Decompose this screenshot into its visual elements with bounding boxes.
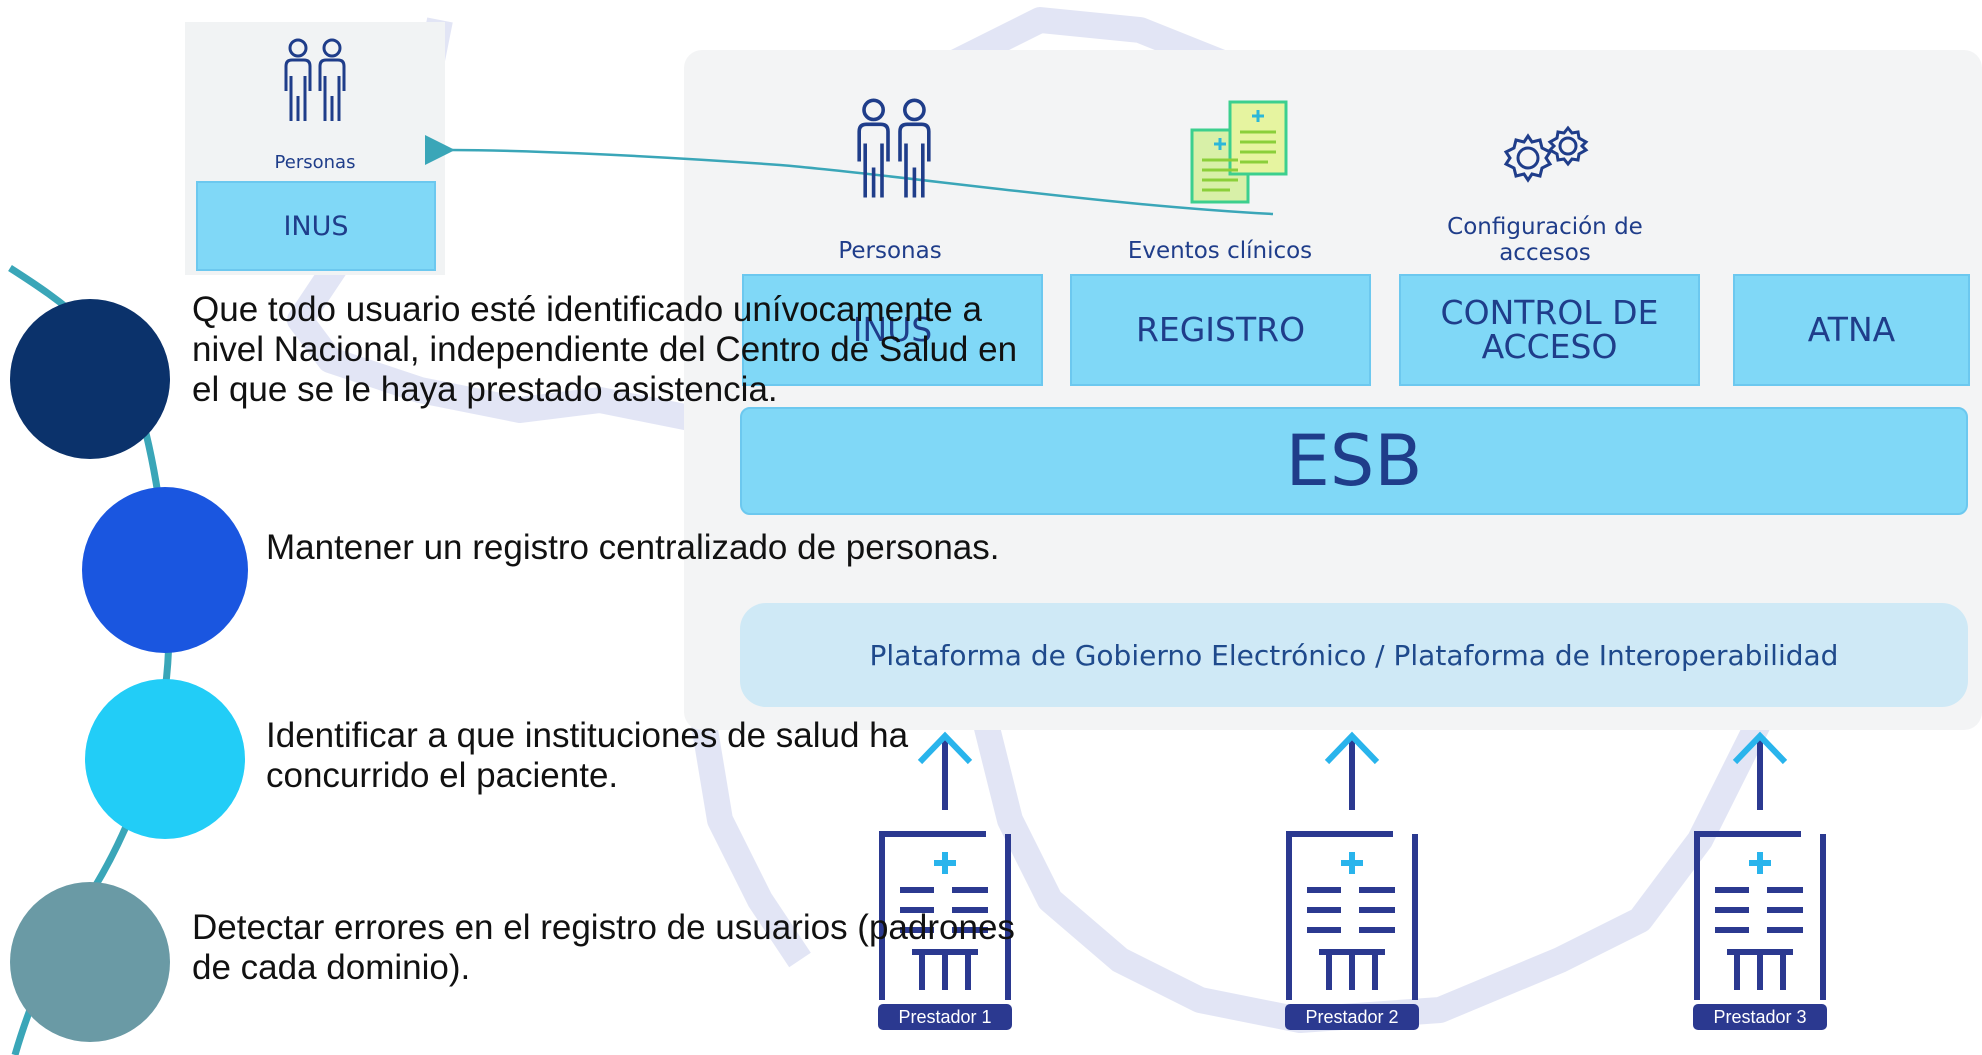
- hospital-building-icon: [1694, 831, 1826, 1000]
- bullet-text-1: Que todo usuario esté identificado unívo…: [192, 290, 1018, 409]
- module-control-de-acceso: CONTROL DE ACCESO: [1399, 274, 1700, 386]
- bullet-circle-4: [10, 882, 170, 1042]
- bullet-text-4: Detectar errores en el registro de usuar…: [192, 908, 1015, 987]
- module-atna: ATNA: [1733, 274, 1970, 386]
- provider-arrow: [917, 731, 973, 810]
- connector-arrow: [424, 134, 1274, 216]
- gears-icon: [1500, 120, 1604, 186]
- platform-bar: Plataforma de Gobierno Electrónico / Pla…: [740, 603, 1968, 707]
- medical-records-icon: [1188, 98, 1290, 208]
- provider-label-1: Prestador 1: [878, 1004, 1012, 1030]
- module-caption-personas: Personas: [838, 238, 942, 264]
- provider-label-2: Prestador 2: [1285, 1004, 1419, 1030]
- esb-bar: ESB: [740, 407, 1968, 515]
- bullet-text-2: Mantener un registro centralizado de per…: [266, 528, 1000, 567]
- provider-label-3: Prestador 3: [1693, 1004, 1827, 1030]
- hospital-building-icon: [1286, 831, 1418, 1000]
- bullet-circle-3: [85, 679, 245, 839]
- bullet-circle-1: [10, 299, 170, 459]
- module-caption-eventos: Eventos clínicos: [1127, 238, 1313, 264]
- inset-caption: Personas: [274, 152, 356, 173]
- module-inus: INUS: [742, 274, 1043, 386]
- module-caption-configuracion: Configuración de accesos: [1447, 214, 1643, 266]
- hospital-building-icon: [879, 831, 1011, 1000]
- provider-arrow: [1732, 731, 1788, 810]
- people-icon: [852, 92, 936, 207]
- inset-inus-box: INUS: [196, 181, 436, 271]
- module-registro: REGISTRO: [1070, 274, 1371, 386]
- inus-inset: Personas INUS: [185, 22, 445, 275]
- bullet-text-3: Identificar a que instituciones de salud…: [266, 716, 909, 795]
- bullet-circle-2: [82, 487, 248, 653]
- provider-arrow: [1324, 731, 1380, 810]
- people-icon: [280, 36, 350, 126]
